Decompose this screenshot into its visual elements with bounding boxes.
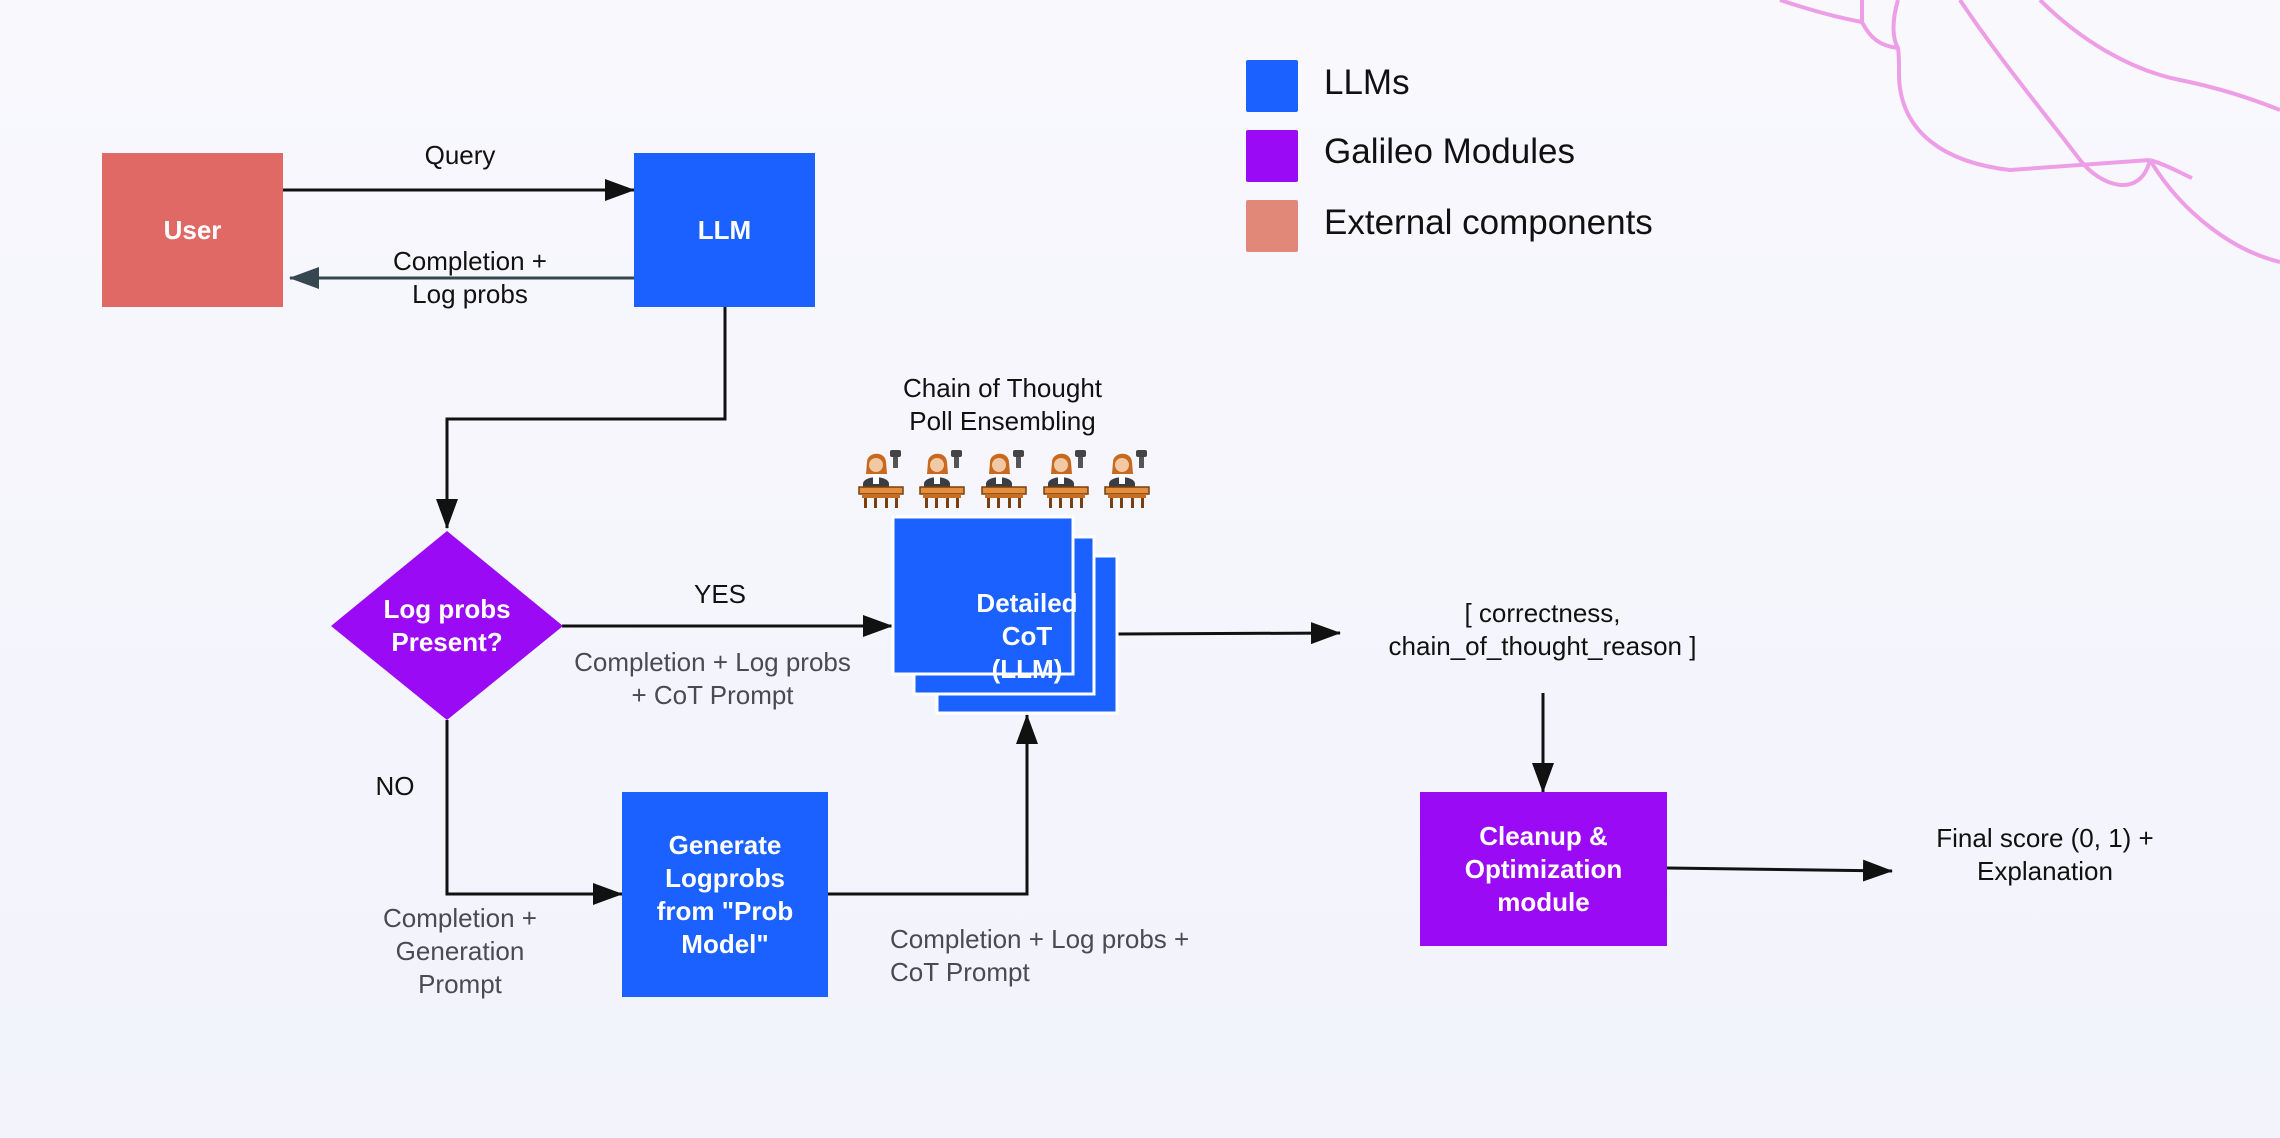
final-label: Final score (0, 1) + Explanation	[1936, 823, 2154, 886]
ensemble-label: Chain of Thought Poll Ensembling	[903, 373, 1102, 436]
juror-icon	[916, 448, 966, 515]
connectors	[283, 179, 1893, 905]
cot-line-2: CoT	[1001, 620, 1053, 651]
llm-node: LLM	[634, 153, 815, 307]
decision-diamond	[331, 531, 563, 720]
generate-line-2: Logprobs	[665, 862, 785, 893]
legend-swatch-external	[1246, 200, 1298, 252]
cot-line-3: (LLM)	[991, 653, 1063, 684]
generate-out-label: Completion + Log probs + CoT Prompt	[890, 924, 1190, 987]
user-node: User	[102, 153, 283, 307]
decision-line-2: Present?	[391, 627, 503, 657]
legend-swatch-llms	[1246, 60, 1298, 112]
decorative-line-art	[1779, 0, 2280, 264]
no-arrow	[445, 720, 623, 905]
completion-return-label: Completion + Log probs	[393, 246, 547, 309]
legend-label-galileo: Galileo Modules	[1324, 132, 1575, 171]
legend-label-external: External components	[1324, 203, 1653, 242]
no-sub-label: Completion + Generation Prompt	[383, 903, 537, 999]
generate-line-4: Model"	[681, 928, 769, 959]
juror-icon	[855, 448, 905, 515]
generate-line-1: Generate	[668, 829, 782, 860]
llm-to-decision-arrow	[436, 307, 727, 529]
cot-to-output-arrow	[1116, 622, 1341, 645]
decision-node: Log probs Present?	[357, 586, 537, 666]
query-label: Query	[424, 140, 496, 170]
cot-line-1: Detailed	[976, 587, 1078, 618]
legend-swatch-galileo	[1246, 130, 1298, 182]
cot-stack	[891, 515, 1119, 715]
llm-node-label: LLM	[697, 214, 752, 245]
generate-line-3: from "Prob	[656, 895, 794, 926]
generate-to-cot-arrow	[828, 714, 1038, 896]
cleanup-line-2: Optimization	[1464, 853, 1623, 884]
cot-node: Detailed CoT (LLM)	[937, 576, 1117, 696]
generate-node: Generate Logprobs from "Prob Model"	[622, 792, 828, 997]
no-label: NO	[375, 771, 415, 801]
juror-icon	[978, 448, 1028, 515]
yes-sub-label: Completion + Log probs + CoT Prompt	[574, 647, 851, 710]
cleanup-line-3: module	[1497, 886, 1590, 917]
juror-icon	[1101, 448, 1151, 515]
decision-line-1: Log probs	[383, 594, 511, 624]
legend-label-llms: LLMs	[1324, 63, 1410, 102]
output-label: [ correctness, chain_of_thought_reason ]	[1388, 598, 1697, 661]
user-node-label: User	[163, 214, 222, 245]
cleanup-node: Cleanup & Optimization module	[1420, 792, 1667, 946]
yes-label: YES	[693, 579, 747, 609]
cleanup-line-1: Cleanup &	[1479, 820, 1608, 851]
cleanup-to-final-arrow	[1666, 859, 1893, 882]
juror-icon	[1040, 448, 1090, 515]
